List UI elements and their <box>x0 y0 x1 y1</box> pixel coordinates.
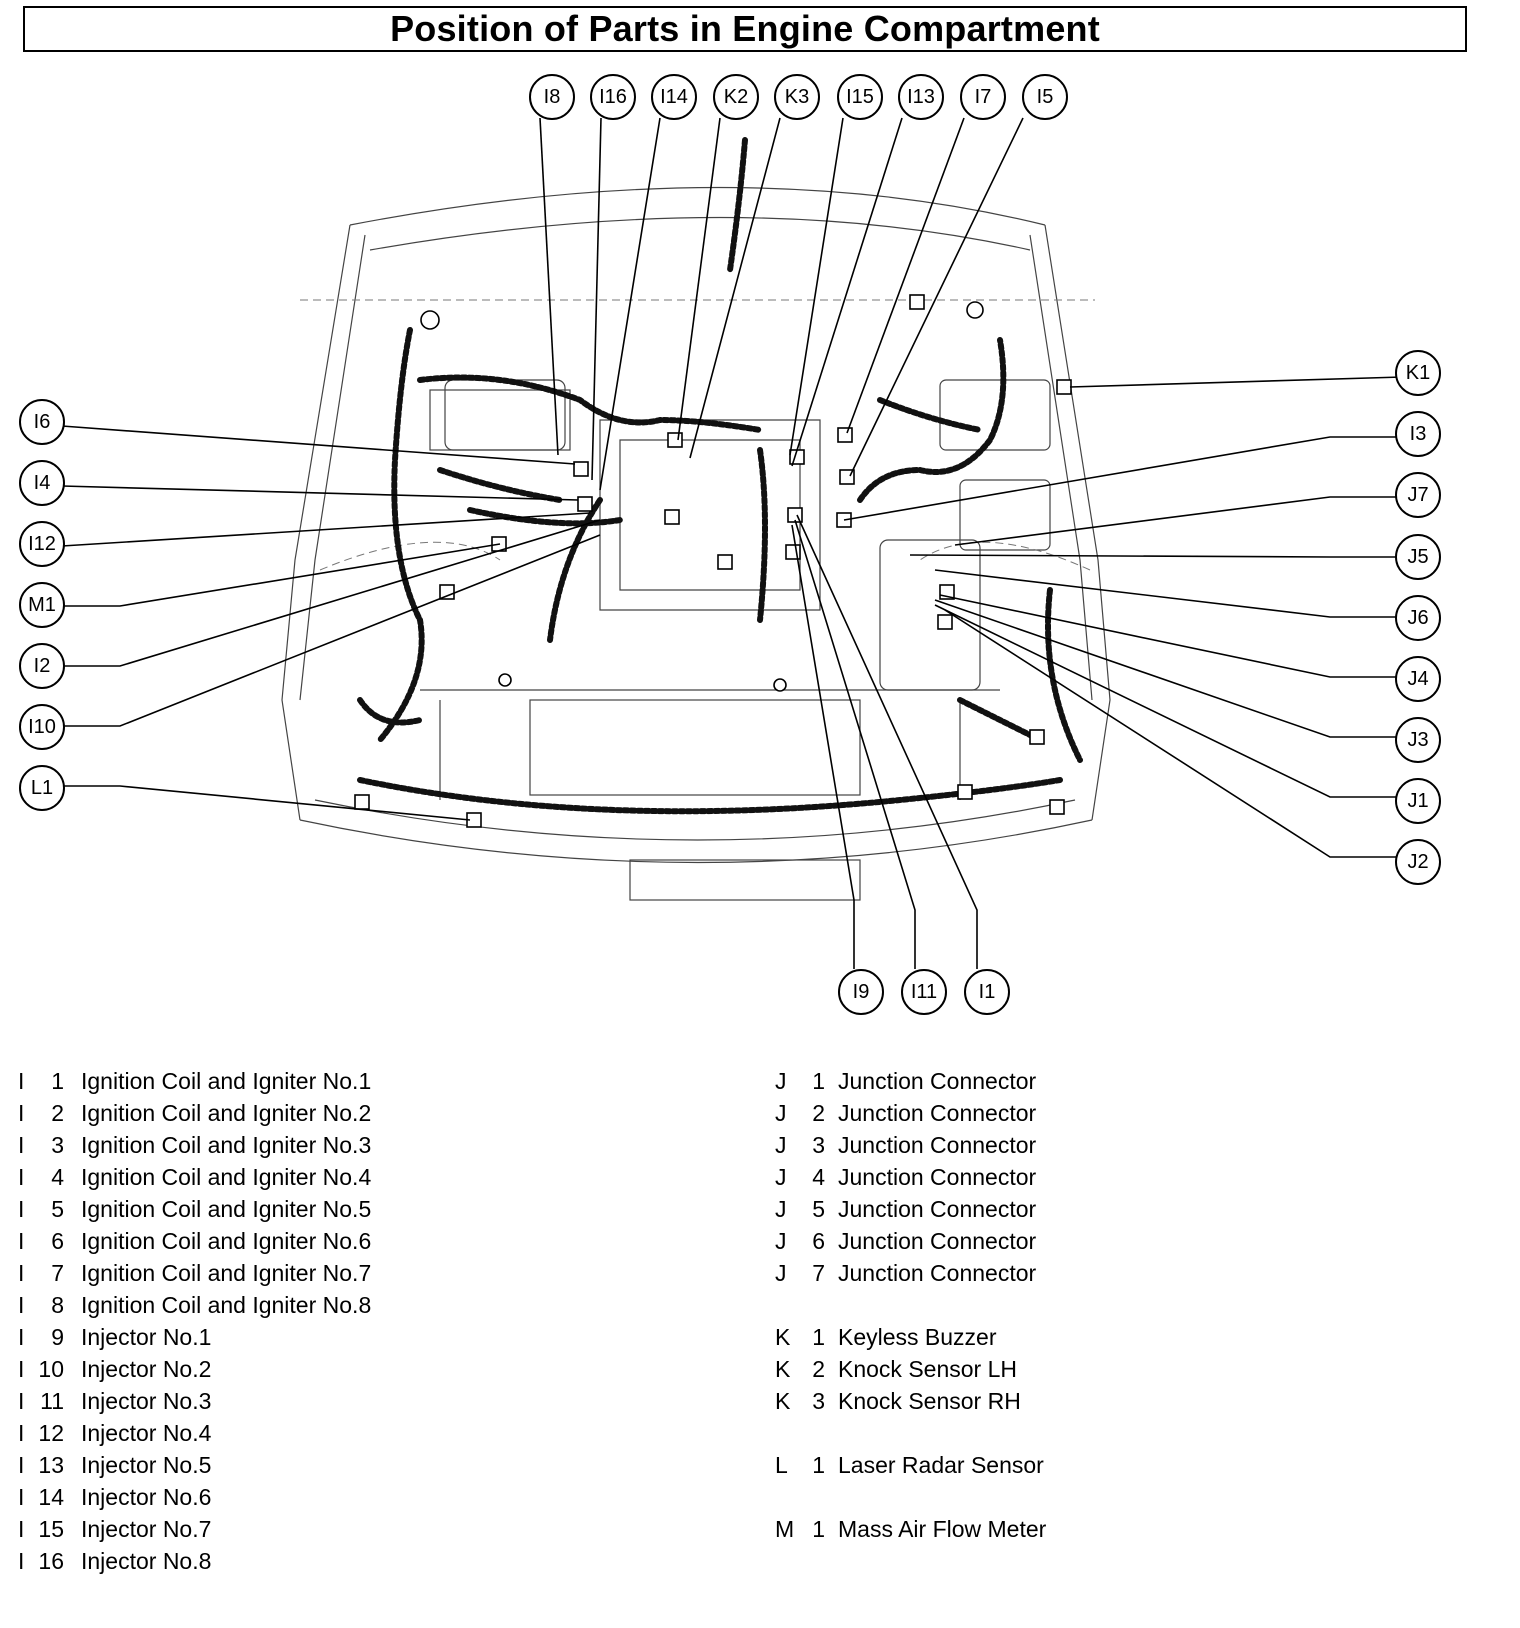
callout-top-i5: I5 <box>1022 74 1068 120</box>
callout-top-i16: I16 <box>590 74 636 120</box>
callout-right-j4: J4 <box>1395 656 1441 702</box>
page-title: Position of Parts in Engine Compartment <box>390 8 1100 49</box>
callout-left-l1: L1 <box>19 765 65 811</box>
svg-text:J5: J5 <box>1407 546 1428 568</box>
svg-text:L1: L1 <box>31 777 53 799</box>
svg-text:I9: I9 <box>853 981 870 1003</box>
svg-text:I2: I2 <box>34 655 51 677</box>
svg-text:J6: J6 <box>1407 607 1428 629</box>
svg-text:K1: K1 <box>1406 362 1430 384</box>
svg-text:I11: I11 <box>911 981 937 1003</box>
svg-text:K2: K2 <box>724 86 748 108</box>
title-box: Position of Parts in Engine Compartment <box>23 6 1467 52</box>
svg-text:J7: J7 <box>1407 484 1428 506</box>
callout-top-i13: I13 <box>898 74 944 120</box>
svg-text:I5: I5 <box>1037 86 1054 108</box>
svg-text:M1: M1 <box>28 594 56 616</box>
callout-top-i7: I7 <box>960 74 1006 120</box>
svg-text:I16: I16 <box>599 86 627 108</box>
callout-right-k1: K1 <box>1395 350 1441 396</box>
svg-text:J4: J4 <box>1407 668 1428 690</box>
callout-top-i15: I15 <box>837 74 883 120</box>
callout-bottom-i11: I11 <box>901 969 947 1015</box>
callout-left-i4: I4 <box>19 460 65 506</box>
engine-compartment-diagram: I8 I16 I14 K2 K3 I15 I13 I7 I5 I6 I4 I12… <box>19 74 1441 1015</box>
callout-top-k3: K3 <box>774 74 820 120</box>
svg-text:I14: I14 <box>660 86 688 108</box>
svg-text:K3: K3 <box>785 86 809 108</box>
svg-text:J2: J2 <box>1407 851 1428 873</box>
callout-right-j3: J3 <box>1395 717 1441 763</box>
callout-right-j5: J5 <box>1395 534 1441 580</box>
callout-left-i6: I6 <box>19 399 65 445</box>
svg-text:I8: I8 <box>544 86 561 108</box>
svg-text:I4: I4 <box>34 472 51 494</box>
callout-bottom-i1: I1 <box>964 969 1010 1015</box>
svg-text:I12: I12 <box>28 533 56 555</box>
svg-text:I1: I1 <box>979 981 996 1003</box>
engine-sketch <box>281 137 1111 901</box>
callout-right-j7: J7 <box>1395 472 1441 518</box>
callout-top-i8: I8 <box>529 74 575 120</box>
svg-text:I6: I6 <box>34 411 51 433</box>
callout-left-i12: I12 <box>19 521 65 567</box>
svg-text:I15: I15 <box>846 86 874 108</box>
svg-text:I7: I7 <box>975 86 992 108</box>
callout-right-i3: I3 <box>1395 411 1441 457</box>
leader-lines <box>61 117 1403 969</box>
callout-top-i14: I14 <box>651 74 697 120</box>
svg-text:J3: J3 <box>1407 729 1428 751</box>
svg-text:J1: J1 <box>1407 790 1428 812</box>
callout-left-m1: M1 <box>19 582 65 628</box>
callout-right-j2: J2 <box>1395 839 1441 885</box>
callout-bottom-i9: I9 <box>838 969 884 1015</box>
callout-left-i10: I10 <box>19 704 65 750</box>
callout-right-j6: J6 <box>1395 595 1441 641</box>
svg-text:I13: I13 <box>907 86 935 108</box>
callout-top-k2: K2 <box>713 74 759 120</box>
callout-right-j1: J1 <box>1395 778 1441 824</box>
callout-left-i2: I2 <box>19 643 65 689</box>
svg-text:I10: I10 <box>28 716 56 738</box>
svg-text:I3: I3 <box>1410 423 1427 445</box>
